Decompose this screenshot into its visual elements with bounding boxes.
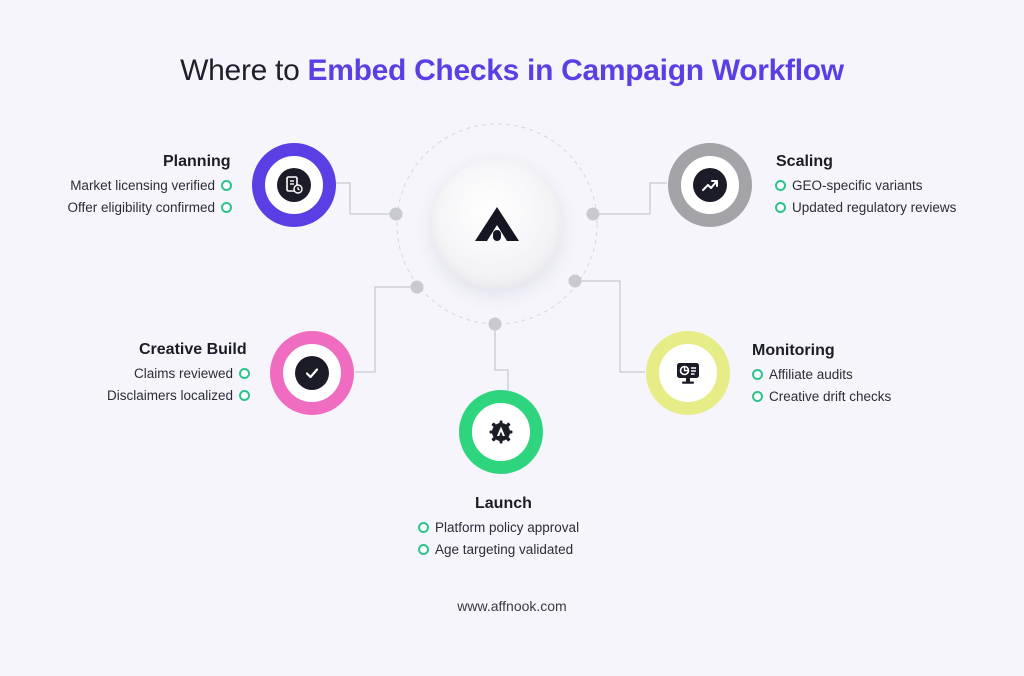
connector-dot-planning <box>389 207 403 221</box>
monitor-chart-icon <box>671 356 705 390</box>
creative-build-title: Creative Build <box>139 341 247 358</box>
monitoring-title: Monitoring <box>752 342 835 359</box>
hub-dashed-ring <box>396 123 598 325</box>
affnook-logo-icon <box>475 207 519 241</box>
bullet-icon <box>239 368 250 379</box>
footer-url[interactable]: www.affnook.com <box>457 598 567 614</box>
scaling-item-1: GEO-specific variants <box>775 178 923 193</box>
hub-logo-circle <box>432 159 562 289</box>
monitoring-item-1: Affiliate audits <box>752 367 853 382</box>
bullet-icon <box>221 202 232 213</box>
checkmark-icon <box>295 356 329 390</box>
title-highlight: Embed Checks in Campaign Workflow <box>307 54 845 87</box>
creative-build-circle <box>270 331 354 415</box>
connector-creative <box>355 286 417 373</box>
rocket-gear-icon <box>484 415 518 449</box>
launch-title: Launch <box>475 495 532 512</box>
creative-build-item-2: Disclaimers localized <box>40 388 250 403</box>
page-title: Where to Embed Checks in Campaign Workfl… <box>0 54 1024 88</box>
title-prefix: Where to <box>180 54 308 87</box>
connector-launch <box>494 324 509 390</box>
monitoring-circle <box>646 331 730 415</box>
connector-dot-scaling <box>586 207 600 221</box>
bullet-icon <box>775 180 786 191</box>
bullet-icon <box>418 544 429 555</box>
connector-dot-launch <box>488 317 502 331</box>
connector-planning <box>336 182 396 215</box>
bullet-icon <box>752 369 763 380</box>
bullet-icon <box>239 390 250 401</box>
planning-circle <box>252 143 336 227</box>
planning-title: Planning <box>163 153 231 170</box>
scaling-title: Scaling <box>776 153 833 170</box>
launch-item-1: Platform policy approval <box>418 520 579 535</box>
connector-scaling <box>593 182 667 215</box>
checklist-clock-icon <box>277 168 311 202</box>
planning-item-1: Market licensing verified <box>40 178 232 193</box>
bullet-icon <box>221 180 232 191</box>
trend-up-icon <box>693 168 727 202</box>
connector-monitoring <box>575 280 645 373</box>
connector-dot-monitoring <box>568 274 582 288</box>
connector-dot-creative <box>410 280 424 294</box>
creative-build-item-1: Claims reviewed <box>40 366 250 381</box>
bullet-icon <box>775 202 786 213</box>
bullet-icon <box>752 391 763 402</box>
launch-circle <box>459 390 543 474</box>
scaling-circle <box>668 143 752 227</box>
scaling-item-2: Updated regulatory reviews <box>775 200 956 215</box>
bullet-icon <box>418 522 429 533</box>
launch-item-2: Age targeting validated <box>418 542 573 557</box>
monitoring-item-2: Creative drift checks <box>752 389 891 404</box>
planning-item-2: Offer eligibility confirmed <box>40 200 232 215</box>
